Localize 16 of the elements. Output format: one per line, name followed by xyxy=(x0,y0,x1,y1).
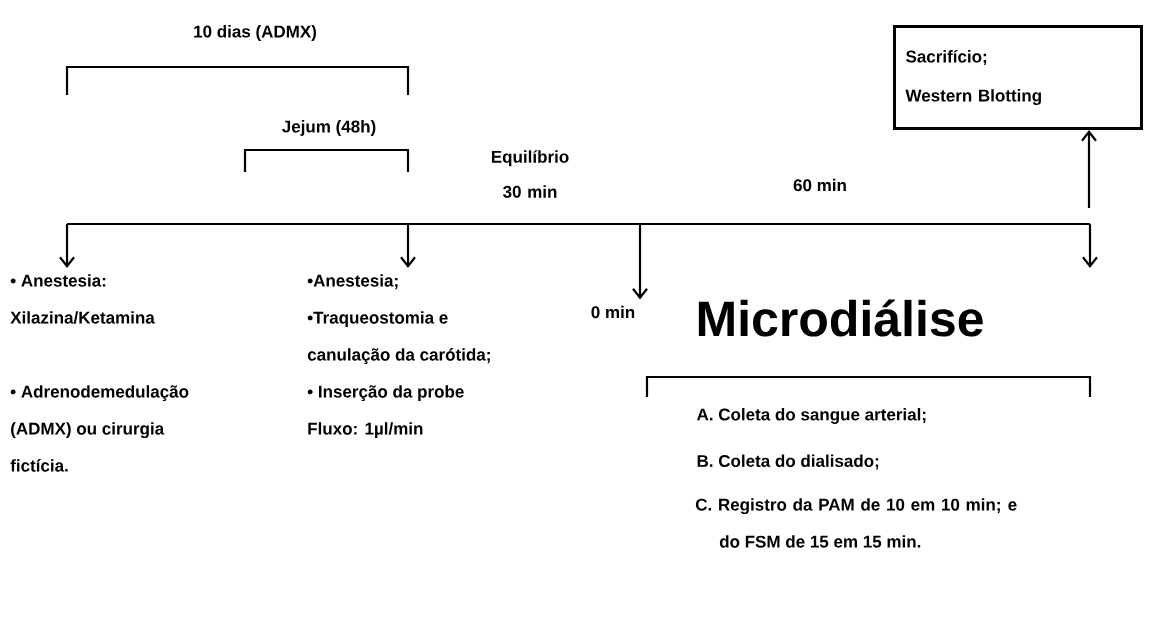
duration-label: 60 min xyxy=(793,178,846,192)
duration-label: Jejum (48h) xyxy=(282,120,376,136)
list-item: A. Coleta do sangue arterial; xyxy=(696,408,926,424)
arrow xyxy=(632,224,648,300)
time-label: 0 min xyxy=(591,305,635,319)
duration-label: Equilíbrio 30 min xyxy=(491,150,569,198)
list-item: B. Coleta do dialisado; xyxy=(697,454,879,470)
step-text: • Anestesia: Xilazina/Ketamina • Adrenodemedulação (ADMX) ou cirurgia fictícia. xyxy=(10,274,189,472)
duration-label: 10 dias (ADMX) xyxy=(194,25,316,41)
arrow xyxy=(400,224,416,268)
arrow xyxy=(1081,130,1097,208)
section-heading: Microdiálise xyxy=(698,299,983,337)
step-text: •Anestesia; •Traqueostomia e canulação da carótida; • Inserção da probe Fluxo: 1µl/min xyxy=(307,274,490,439)
list-item: C. Registro da PAM de 10 em 10 min; e do FSM de 15 em 15 min. xyxy=(695,498,1017,548)
process-box: Sacrifício; Western Blotting xyxy=(893,25,1143,130)
arrow xyxy=(59,224,75,268)
